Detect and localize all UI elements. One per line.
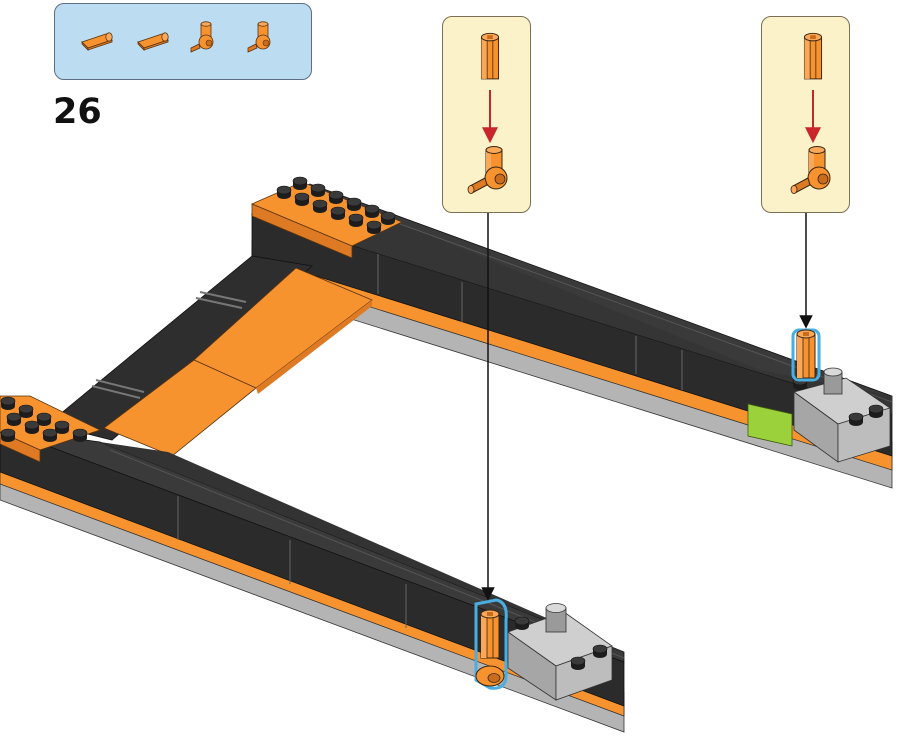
callout-right-contents [790, 32, 831, 194]
perpendicular-connector-icon [247, 21, 271, 53]
perpendicular-connector-icon [190, 21, 214, 53]
side-beam [47, 255, 313, 441]
axle-connector-icon [137, 32, 169, 51]
perpendicular-connector-left-placed [474, 598, 508, 690]
front-beam [0, 395, 625, 733]
axle-connector-icon [480, 32, 500, 80]
perpendicular-connector-icon [467, 146, 508, 194]
orange-plates [103, 267, 373, 457]
callout-left-contents [467, 32, 508, 194]
axle-connector-icon [803, 32, 823, 80]
parts-list-icons [81, 21, 271, 53]
axle-connector-icon [81, 32, 113, 51]
perpendicular-connector-icon [790, 146, 831, 194]
axle-connector-right-placed [791, 328, 821, 382]
back-beam [250, 176, 893, 489]
step-number: 26 [53, 92, 102, 132]
